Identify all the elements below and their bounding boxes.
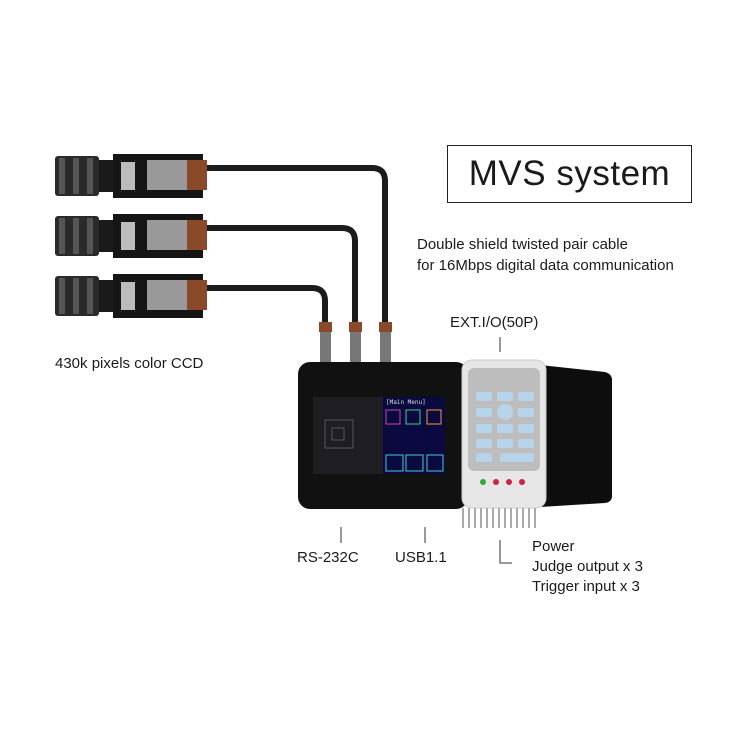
cable-note-line1: Double shield twisted pair cable <box>417 236 628 253</box>
rs232c-label: RS-232C <box>297 549 359 566</box>
cable-3 <box>205 285 328 325</box>
camera-1 <box>55 154 207 198</box>
io-pins <box>462 508 536 528</box>
camera-label: 430k pixels color CCD <box>55 355 204 372</box>
trigger-input-label: Trigger input x 3 <box>532 578 640 595</box>
cable-2 <box>205 225 358 325</box>
controller-unit <box>298 359 612 528</box>
ccd-cameras <box>55 154 207 318</box>
cables <box>205 165 388 325</box>
camera-3 <box>55 274 207 318</box>
diagram-title: MVS system <box>468 154 671 193</box>
cable-1 <box>205 165 388 325</box>
cable-note-line2: for 16Mbps digital data communication <box>417 257 674 274</box>
camera-2 <box>55 214 207 258</box>
usb-label: USB1.1 <box>395 549 447 566</box>
ext-io-label: EXT.I/O(50P) <box>450 314 539 331</box>
judge-output-label: Judge output x 3 <box>532 558 643 575</box>
keypad-keys <box>476 392 534 462</box>
power-label: Power <box>532 538 575 555</box>
screen-header: [Main Menu] <box>386 399 426 406</box>
cable-connectors <box>319 322 392 362</box>
leader-lines <box>340 337 512 564</box>
title-box: MVS system <box>447 145 692 203</box>
